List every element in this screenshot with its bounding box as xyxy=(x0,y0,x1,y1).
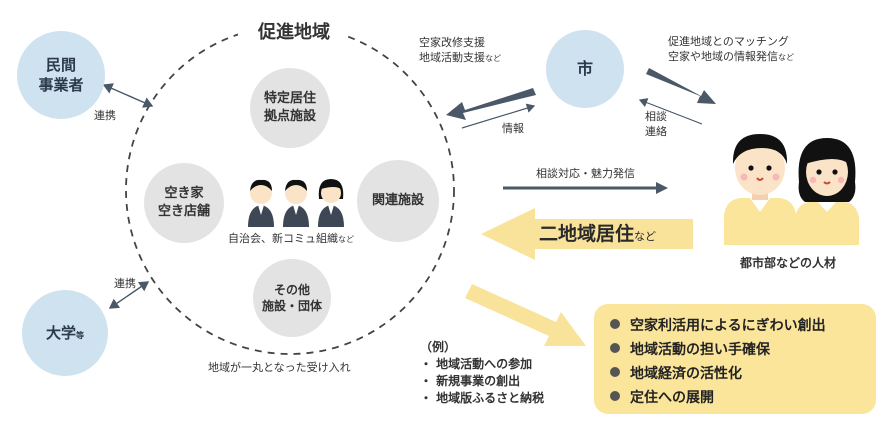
dual-residence-label: 二地域居住など xyxy=(539,222,656,248)
city-matching-arrow xyxy=(646,68,716,104)
effect-item: 地域活動の担い手確保 xyxy=(610,338,876,362)
example-list: （例） ・ 地域活動への参加 ・ 新規事業の創出 ・ 地域版ふるさと納税 xyxy=(420,339,544,407)
minkan-link-arrow xyxy=(102,83,154,108)
dual-residence-suffix: など xyxy=(634,230,657,243)
effects-box: 空家利活用によるにぎわい創出 地域活動の担い手確保 地域経済の活性化 定住への展… xyxy=(594,304,876,414)
bullet-icon xyxy=(610,343,620,353)
city-support-label: 空家改修支援 地域活動支援など xyxy=(419,36,501,66)
urban-people-label: 都市部などの人材 xyxy=(740,256,837,270)
effect-text: 空家利活用によるにぎわい創出 xyxy=(630,318,826,334)
example-item: ・ 新規事業の創出 xyxy=(420,374,521,388)
urban-people-icon xyxy=(724,134,859,245)
related-facility-node: 関連施設 xyxy=(357,160,439,242)
promotion-area-title: 促進地域 xyxy=(258,22,330,43)
specified-residence-label-2: 拠点施設 xyxy=(263,109,316,124)
matching-line-1: 促進地域とのマッチング xyxy=(668,35,789,48)
example-title: （例） xyxy=(420,340,457,354)
city-support-line-1: 空家改修支援 xyxy=(419,36,485,49)
city-support-suffix: など xyxy=(485,53,501,63)
info-arrow xyxy=(461,103,536,129)
community-group-label: 自治会、新コミュ組織など xyxy=(228,232,354,247)
example-item: ・ 地域版ふるさと納税 xyxy=(420,391,545,405)
other-organization-label-2: 施設・団体 xyxy=(261,299,322,313)
area-caption: 地域が一丸となった受け入れ xyxy=(208,361,351,374)
private-business-node: 民間事業者 xyxy=(17,31,105,119)
effect-item: 空家利活用によるにぎわい創出 xyxy=(610,314,876,338)
private-business-label-1: 民間 xyxy=(45,55,76,74)
university-node: 大学等 xyxy=(22,290,108,376)
effect-text: 定住への展開 xyxy=(630,390,714,406)
matching-suffix: など xyxy=(778,52,794,62)
dual-residence-arrow xyxy=(481,208,693,260)
example-item: ・ 地域活動への参加 xyxy=(420,357,533,371)
bullet-icon xyxy=(610,367,620,377)
city-node: 市 xyxy=(546,30,624,108)
consult-label: 相談 連絡 xyxy=(645,110,667,140)
link-label-top: 連携 xyxy=(94,109,116,122)
effect-text: 地域経済の活性化 xyxy=(630,366,742,382)
consult-line-1: 相談 xyxy=(645,110,667,123)
consultation-label: 相談対応・魅力発信 xyxy=(536,167,635,180)
specified-residence-label-1: 特定居住 xyxy=(263,91,316,107)
specified-residence-facility-node: 特定居住拠点施設 xyxy=(250,68,330,148)
vacant-house-label-2: 空き店舗 xyxy=(157,204,210,219)
link-label-bottom: 連携 xyxy=(114,277,136,290)
effect-item: 定住への展開 xyxy=(610,386,876,410)
community-people-icon xyxy=(248,179,344,227)
matching-line-2: 空家や地域の情報発信 xyxy=(668,49,778,63)
community-group-suffix: など xyxy=(338,235,354,244)
bullet-icon xyxy=(610,319,620,329)
daigaku-link-arrow xyxy=(108,281,150,309)
info-label: 情報 xyxy=(502,122,524,135)
university-suffix: 等 xyxy=(76,330,84,340)
city-support-line-2: 地域活動支援 xyxy=(419,50,485,64)
consult-line-2: 連絡 xyxy=(645,124,667,138)
consult-arrow xyxy=(638,98,703,125)
related-facility-label: 関連施設 xyxy=(371,193,424,209)
other-organization-label-1: その他 xyxy=(273,282,310,297)
vacant-house-label-1: 空き家 xyxy=(164,186,204,202)
city-support-arrow xyxy=(446,88,536,120)
bullet-icon xyxy=(610,391,620,401)
effect-item: 地域経済の活性化 xyxy=(610,362,876,386)
effect-arrow xyxy=(465,284,586,346)
other-organization-node: その他施設・団体 xyxy=(253,259,331,337)
effect-text: 地域活動の担い手確保 xyxy=(630,342,770,358)
community-group-text: 自治会、新コミュ組織 xyxy=(228,232,338,245)
university-label: 大学 xyxy=(45,323,76,342)
matching-label: 促進地域とのマッチング 空家や地域の情報発信など xyxy=(668,35,794,65)
dual-residence-text: 二地域居住 xyxy=(539,223,635,245)
city-label: 市 xyxy=(576,59,593,79)
vacant-house-node: 空き家空き店舗 xyxy=(144,163,224,243)
private-business-label-2: 事業者 xyxy=(38,76,84,94)
